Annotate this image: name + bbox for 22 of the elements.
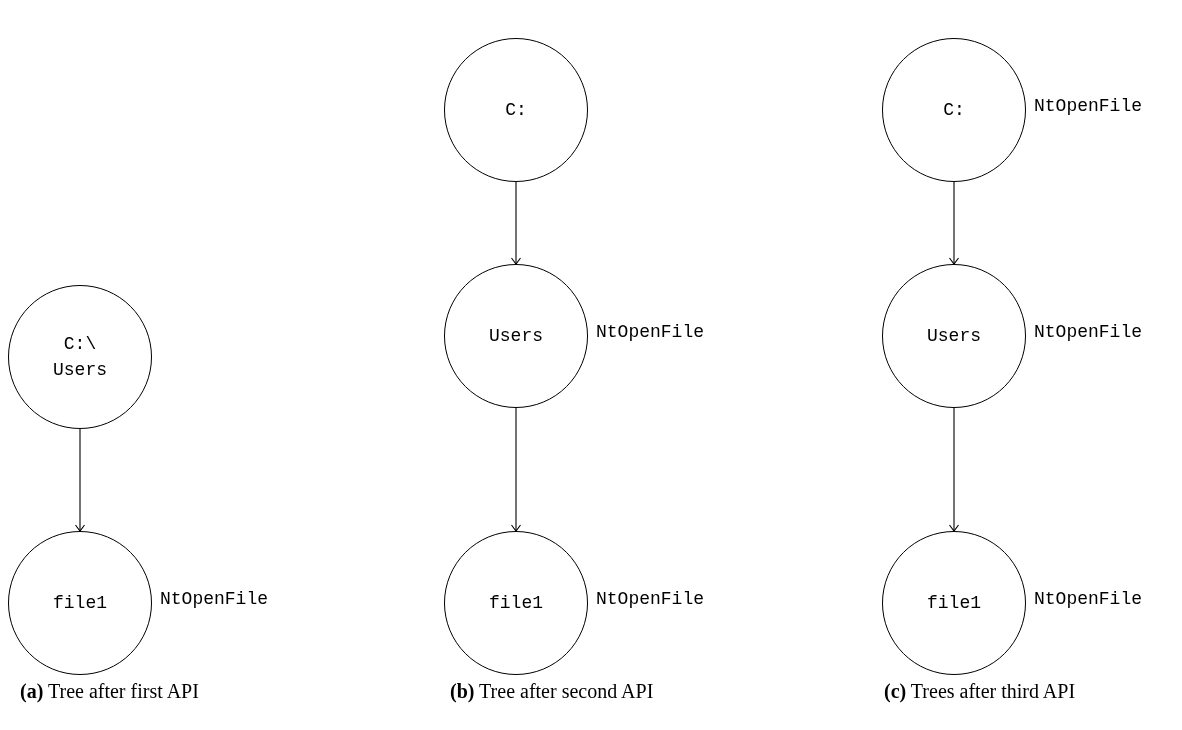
subfigure-caption: (a) Tree after first API <box>20 680 199 703</box>
node-label: Users <box>927 324 981 348</box>
arrow <box>510 407 522 532</box>
subfigure-caption: (c) Trees after third API <box>884 680 1076 703</box>
arrow <box>948 407 960 532</box>
node-label: file1 <box>927 591 981 615</box>
api-call-label: NtOpenFile <box>596 322 705 342</box>
api-call-label: NtOpenFile <box>1034 589 1143 609</box>
arrow <box>74 428 86 532</box>
api-call-label: NtOpenFile <box>1034 322 1143 342</box>
node-label: C: <box>505 98 527 122</box>
arrow <box>510 181 522 265</box>
arrow <box>948 181 960 265</box>
node-label: file1 <box>489 591 543 615</box>
api-call-label: NtOpenFile <box>1034 96 1143 116</box>
subfigure-caption: (b) Tree after second API <box>450 680 654 703</box>
node-label: Users <box>489 324 543 348</box>
node-label: file1 <box>53 591 107 615</box>
api-call-label: NtOpenFile <box>160 589 269 609</box>
api-call-label: NtOpenFile <box>596 589 705 609</box>
node-label: C: <box>943 98 965 122</box>
node-label: C:\ Users <box>52 332 108 382</box>
